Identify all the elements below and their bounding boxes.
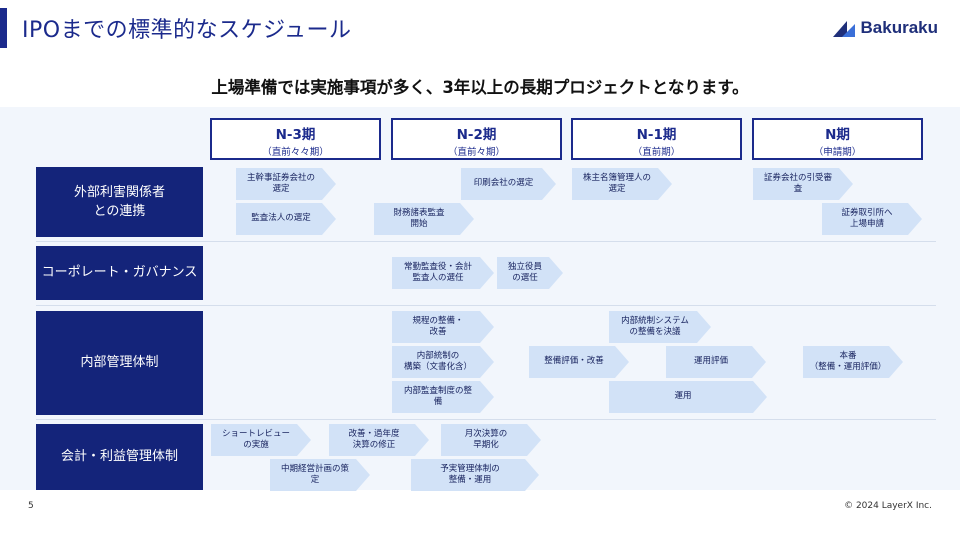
page-number: 5 <box>28 501 34 511</box>
task-short-review: ショートレビュー の実施 <box>211 424 311 456</box>
task-operation-evaluation: 運用評価 <box>666 346 766 378</box>
page-title: IPOまでの標準的なスケジュール <box>22 18 352 43</box>
task-internal-control-resolution: 内部統制システム の整備を決議 <box>609 311 711 343</box>
phase-n-1: N-1期 （直前期） <box>571 118 742 160</box>
phase-sub: （申請期） <box>813 147 862 158</box>
task-internal-audit-system: 内部監査制度の整 備 <box>392 381 494 413</box>
task-independent-director: 独立役員 の選任 <box>497 257 563 289</box>
phase-name: N-1期 <box>636 127 677 143</box>
phase-n-3: N-3期 （直前々々期） <box>210 118 381 160</box>
task-production-evaluation: 本番 （整備・運用評価） <box>803 346 903 378</box>
category-external-stakeholders: 外部利害関係者 との連携 <box>36 167 203 237</box>
logo: Bakuraku <box>832 18 938 38</box>
phase-n: N期 （申請期） <box>752 118 923 160</box>
bakuraku-logo-icon <box>832 21 855 37</box>
task-underwriting-review: 証券会社の引受審 査 <box>753 168 853 200</box>
logo-text: Bakuraku <box>860 18 938 37</box>
category-accounting: 会計・利益管理体制 <box>36 424 203 490</box>
subtitle: 上場準備では実施事項が多く、3年以上の長期プロジェクトとなります。 <box>211 78 749 97</box>
title-accent-bar <box>0 8 7 48</box>
task-audit-firm-selection: 監査法人の選定 <box>236 203 336 235</box>
phase-n-2: N-2期 （直前々期） <box>391 118 562 160</box>
copyright: © 2024 LayerX Inc. <box>844 501 932 511</box>
phase-sub: （直前々期） <box>447 147 505 158</box>
phase-sub: （直前々々期） <box>262 147 329 158</box>
task-auditor-appointment: 常勤監査役・会計 監査人の選任 <box>392 257 494 289</box>
phase-name: N-3期 <box>275 127 316 143</box>
phase-sub: （直前期） <box>632 147 681 158</box>
task-operation: 運用 <box>609 381 767 413</box>
task-rules-maintenance: 規程の整備・ 改善 <box>392 311 494 343</box>
task-lead-underwriter-selection: 主幹事証券会社の 選定 <box>236 168 336 200</box>
row-divider <box>36 305 936 306</box>
category-corporate-governance: コーポレート・ガバナンス <box>36 246 203 300</box>
task-monthly-closing: 月次決算の 早期化 <box>441 424 541 456</box>
task-design-evaluation: 整備評価・改善 <box>529 346 629 378</box>
phase-name: N期 <box>825 127 850 143</box>
phase-name: N-2期 <box>456 127 497 143</box>
task-mid-term-plan: 中期経営計画の策 定 <box>270 459 370 491</box>
task-listing-application: 証券取引所へ 上場申請 <box>822 203 922 235</box>
task-internal-control-construction: 内部統制の 構築（文書化含） <box>392 346 494 378</box>
task-shareholder-registry-selection: 株主名簿管理人の 選定 <box>572 168 672 200</box>
task-past-accounts-correction: 改善・過年度 決算の修正 <box>329 424 429 456</box>
row-divider <box>36 241 936 242</box>
row-divider <box>36 419 936 420</box>
category-internal-control: 内部管理体制 <box>36 311 203 415</box>
task-printing-company-selection: 印刷会社の選定 <box>461 168 556 200</box>
task-budget-management: 予実管理体制の 整備・運用 <box>411 459 539 491</box>
task-financial-audit-start: 財務諸表監査 開始 <box>374 203 474 235</box>
